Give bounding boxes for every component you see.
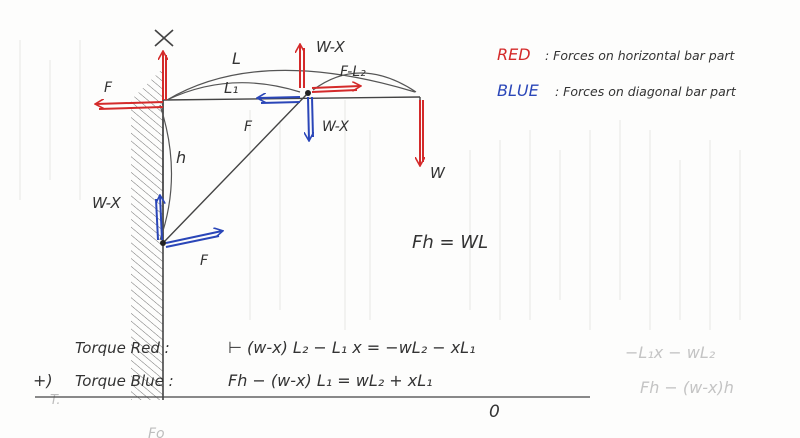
label-w-minus-x-right: W-X (322, 119, 349, 135)
label-w-minus-x-left: W-X (92, 194, 122, 212)
label-W: W (430, 164, 446, 182)
arc-L (166, 69, 416, 101)
label-F-bottom: F (200, 253, 209, 269)
blue-arrow-down-joint (308, 96, 309, 140)
torque-red-expression: ⊢ (w-x) L₂ − L₁ x = −wL₂ − xL₁ (228, 338, 475, 357)
legend-blue-key: BLUE (497, 81, 540, 100)
blue-arrow-up-base (160, 196, 162, 241)
lower-joint (160, 240, 166, 246)
dimension-arcs (159, 69, 417, 241)
label-F-mid: F (244, 119, 253, 135)
label-L1: L₁ (224, 79, 238, 97)
label-F-minus-L2: F-L₂ (340, 64, 366, 80)
equation-fh-eq-wl: Fh = WL (412, 232, 488, 253)
arc-L2 (312, 72, 417, 93)
red-arrow-right-joint (311, 86, 360, 88)
blue-arrow-right-base (165, 231, 222, 244)
label-F-left: F (104, 80, 113, 96)
label-h: h (176, 148, 186, 167)
torque-red-label: Torque Red : (75, 339, 170, 357)
legend-red-key: RED (497, 45, 531, 64)
blue-forces (156, 96, 313, 248)
horizontal-bar (162, 96, 421, 101)
blue-arrow-left-joint (258, 97, 301, 98)
upper-joint (305, 90, 311, 96)
label-w-minus-x-top: W-X (316, 38, 346, 56)
ghost-note-3: Fo (148, 426, 165, 438)
legend-blue-text: : Forces on diagonal bar part (555, 84, 737, 99)
torque-blue-label: Torque Blue : (75, 372, 174, 390)
arc-L1 (166, 82, 301, 101)
bar-structure (162, 92, 421, 244)
torque-blue-expression: Fh − (w-x) L₁ = wL₂ + xL₁ (228, 371, 433, 390)
red-forces (96, 45, 423, 165)
plus-sign: +) (33, 371, 53, 390)
x-mark (154, 29, 174, 47)
red-arrow-left-wall (96, 102, 164, 104)
result-zero: 0 (489, 402, 500, 422)
diagonal-bar (162, 92, 309, 244)
ghost-note-2: Fh − (w-x)h (640, 378, 734, 397)
ghost-note-4: T. (50, 393, 61, 408)
arc-h (159, 104, 173, 241)
ghost-note-1: −L₁x − wL₂ (625, 343, 716, 362)
bleed-through-text (19, 40, 741, 330)
label-L: L (232, 49, 241, 68)
legend-red-text: : Forces on horizontal bar part (545, 48, 736, 63)
legend: RED : Forces on horizontal bar part BLUE… (497, 45, 737, 100)
